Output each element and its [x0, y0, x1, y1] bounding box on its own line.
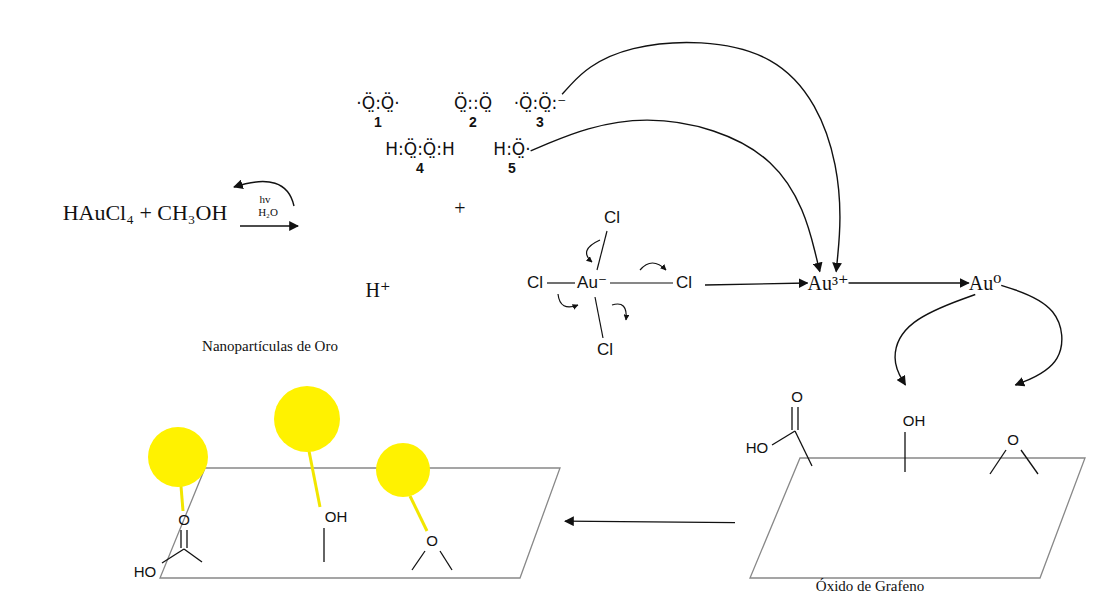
species-node: H:Ö̤·5 — [493, 140, 530, 176]
species-node: H:Ö̤:Ö̤:H4 — [385, 140, 455, 176]
electron-push-arrows — [558, 294, 578, 307]
lewis-structure: ·Ö̤:Ö̤:⁻ — [514, 94, 567, 114]
electron-push-arrows — [640, 263, 666, 270]
reaction-arrow — [565, 521, 735, 522]
species-node: ·Ö̤:Ö̤:⁻3 — [514, 94, 567, 130]
reaction-arrow — [895, 295, 975, 386]
species-node: H⁺ — [366, 279, 391, 302]
plus-sign: + — [454, 197, 465, 220]
reaction-arrow — [234, 182, 298, 226]
graphene-oxide-groups — [797, 407, 798, 430]
graphene-oxide-sheet — [750, 458, 1085, 578]
gold-nanoparticles — [148, 386, 430, 531]
nanoparticle-groups — [184, 549, 202, 562]
hydroxyl-label: HO — [746, 439, 769, 456]
electron-push-arrows — [587, 240, 600, 262]
reaction-arrow — [531, 120, 820, 271]
reaction-arrow — [562, 43, 840, 272]
lewis-structure: ·Ö̤:Ö̤· — [356, 94, 399, 114]
species-node: HAuCl₄ + CH₃OH — [63, 200, 228, 225]
oxygen-atom: O — [1007, 431, 1019, 448]
gold-chloride-bonds — [597, 231, 607, 270]
lewis-structure: H:Ö̤:Ö̤:H — [385, 140, 455, 160]
nanoparticle-groups — [180, 530, 181, 548]
condition-label: hv — [260, 193, 271, 206]
reaction-arrow — [234, 182, 294, 206]
reaction-arrow — [849, 282, 969, 283]
reactant-formula: HAuCl₄ + CH₃OH — [63, 200, 228, 225]
gold-metal: Au⁰ — [969, 272, 1001, 295]
nanoparticle-groups — [323, 528, 324, 562]
graphene-oxide-groups — [795, 431, 812, 466]
gold-nanoparticles — [181, 486, 183, 511]
nanoparticle-groups — [162, 549, 184, 563]
gold-chloride-bonds — [547, 231, 673, 338]
proton-species: H⁺ — [366, 279, 391, 302]
chlorine-atom: Cl — [527, 273, 543, 293]
callout-number: 5 — [508, 160, 516, 176]
oxygen-atom: O — [791, 388, 803, 405]
nanoparticle-sheet — [160, 468, 560, 578]
hydroxyl-label: OH — [325, 508, 348, 525]
graphene-oxide-groups — [1021, 450, 1038, 474]
condition-label: H₂O — [258, 206, 278, 219]
nanoparticle-groups — [186, 530, 187, 548]
figure-caption: Óxido de Grafeno — [816, 578, 924, 595]
graphene-oxide-groups — [990, 450, 1006, 474]
gold-nanoparticles — [148, 427, 208, 487]
species-node: Ö̤::Ö̤2 — [454, 94, 492, 130]
gold-complex: ClClAu⁻ClCl — [520, 205, 705, 365]
nanoparticle-sheet — [160, 468, 560, 578]
lewis-structure: H:Ö̤· — [493, 140, 530, 160]
species-node: Au³⁺ — [808, 272, 849, 295]
graphene-oxide-groups — [772, 407, 1038, 474]
graphene-oxide-sheet — [750, 458, 1085, 578]
callout-number: 4 — [416, 160, 424, 176]
graphene-oxide-groups — [791, 407, 792, 430]
nanoparticle-groups — [162, 528, 452, 570]
electron-push-arrows — [612, 304, 626, 320]
lewis-structure: Ö̤::Ö̤ — [454, 94, 492, 114]
gold-atom: Au⁻ — [577, 273, 607, 293]
graphene-oxide-groups — [772, 431, 795, 445]
species-node: ·Ö̤:Ö̤·1 — [356, 94, 399, 130]
nanoparticle-groups — [440, 551, 452, 570]
gold-chloride-bonds — [547, 282, 575, 283]
chlorine-atom: Cl — [604, 208, 620, 228]
gold-ion: Au³⁺ — [808, 272, 849, 295]
oxygen-atom: O — [178, 511, 190, 528]
figure-caption: Nanopartículas de Oro — [202, 338, 338, 355]
reaction-arrow — [1001, 285, 1062, 385]
gold-chloride-bonds — [610, 282, 673, 283]
electron-push-arrows — [558, 240, 666, 320]
graphene-oxide-groups — [904, 432, 905, 472]
callout-number: 3 — [536, 114, 544, 130]
gold-chloride-bonds — [595, 297, 603, 338]
chlorine-atom: Cl — [597, 340, 613, 360]
species-node: Au⁰ — [969, 272, 1001, 295]
graphene-oxide: OHOOHOÓxido de Grafeno — [735, 385, 1090, 600]
reaction-arrow — [705, 283, 808, 285]
oxygen-atom: O — [426, 532, 438, 549]
callout-number: 1 — [374, 114, 382, 130]
nanoparticle-groups — [412, 551, 425, 570]
reaction-arrow — [240, 225, 298, 226]
callout-number: 2 — [469, 114, 477, 130]
nanoparticle-graphene: Nanopartículas de OroOHOOHO — [125, 335, 565, 590]
gold-nanoparticles — [274, 386, 340, 452]
chlorine-atom: Cl — [676, 273, 692, 293]
hydroxyl-label: HO — [134, 563, 157, 580]
gold-nanoparticles — [410, 496, 427, 531]
gold-nanoparticles — [309, 451, 320, 507]
gold-nanoparticles — [376, 443, 430, 497]
hydroxyl-label: OH — [903, 412, 926, 429]
